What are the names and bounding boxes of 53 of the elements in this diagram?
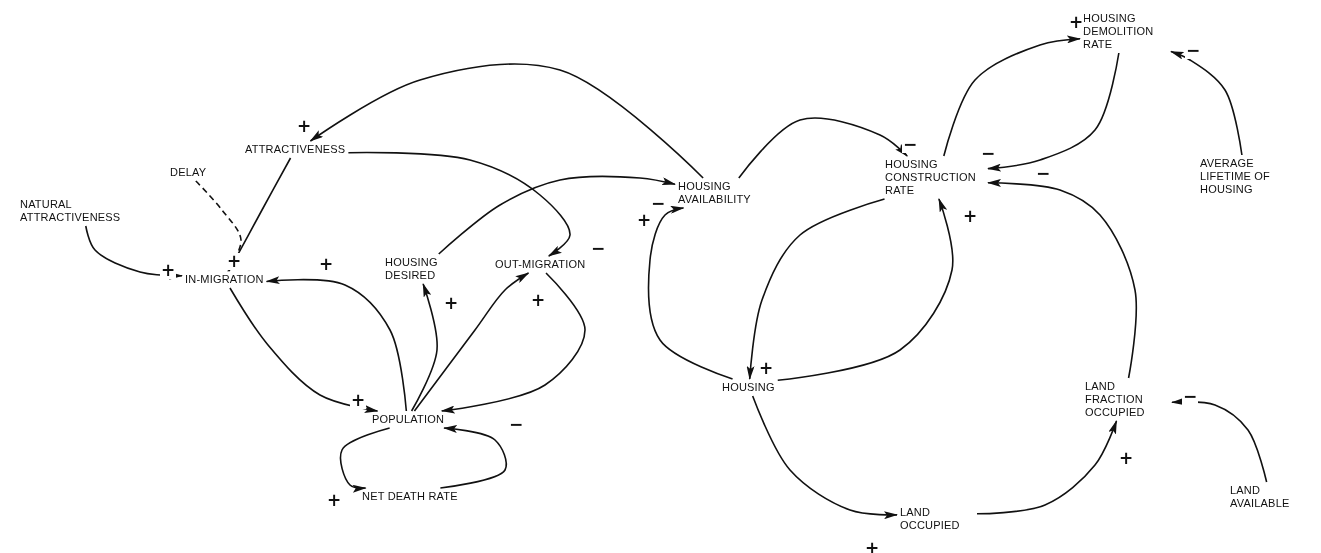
causal-arrow: [776, 198, 954, 382]
causal-arrow: [309, 63, 704, 179]
causal-arrow: [751, 395, 898, 520]
variable-label: LAND OCCUPIED: [900, 506, 961, 532]
causal-arrow: [647, 205, 734, 380]
causal-arrow: [987, 178, 1138, 379]
causal-arrow: [265, 276, 408, 412]
causal-arrow: [746, 198, 886, 380]
polarity-sign: +: [636, 212, 653, 229]
causal-arrow: [84, 225, 183, 280]
polarity-sign: +: [1068, 14, 1085, 31]
variable-label: HOUSING AVAILABILITY: [678, 180, 752, 206]
polarity-sign: +: [530, 292, 547, 309]
polarity-sign: +: [962, 208, 979, 225]
polarity-sign: +: [758, 360, 775, 377]
causal-arrow: [987, 52, 1120, 172]
variable-label: OUT-MIGRATION: [495, 258, 586, 271]
variable-label: HOUSING DEMOLITION RATE: [1083, 12, 1155, 51]
causal-arrow: [229, 287, 379, 413]
variable-label: HOUSING: [722, 381, 775, 394]
causal-arrow: [1171, 397, 1268, 483]
polarity-sign: +: [296, 118, 313, 135]
variable-label: HOUSING DESIRED: [385, 256, 439, 282]
causal-arrow: [339, 427, 391, 493]
polarity-sign: +: [443, 295, 460, 312]
causal-arrow: [440, 272, 586, 414]
polarity-sign: +: [226, 253, 243, 270]
variable-label: NET DEATH RATE: [362, 490, 458, 503]
polarity-sign: +: [326, 492, 343, 509]
causal-arrow: [1170, 50, 1243, 156]
variable-label: HOUSING CONSTRUCTION RATE: [885, 158, 977, 197]
polarity-sign: +: [350, 392, 367, 409]
causal-arrow: [943, 35, 1081, 157]
causal-arrow: [738, 117, 908, 179]
variable-label: ATTRACTIVENESS: [245, 143, 346, 156]
polarity-sign: +: [318, 256, 335, 273]
causal-arrow: [410, 283, 438, 412]
polarity-sign: +: [1118, 450, 1135, 467]
causal-arrow: [437, 175, 676, 255]
variable-label: IN-MIGRATION: [185, 273, 264, 286]
causal-arrow: [976, 420, 1118, 515]
causal-arrow: [413, 272, 530, 412]
variable-label: LAND AVAILABLE: [1230, 484, 1291, 510]
variable-label: DELAY: [170, 166, 207, 179]
causal-arrow: [439, 425, 508, 489]
dashed-arrow: [195, 180, 242, 272]
causal-arrow: [228, 157, 292, 272]
polarity-sign: +: [160, 262, 177, 279]
variable-label: NATURAL ATTRACTIVENESS: [20, 198, 122, 224]
variable-label: LAND FRACTION OCCUPIED: [1085, 380, 1146, 419]
causal-arrow: [347, 151, 571, 257]
variable-label: AVERAGE LIFETIME OF HOUSING: [1200, 157, 1272, 196]
variable-label: POPULATION: [372, 413, 445, 426]
